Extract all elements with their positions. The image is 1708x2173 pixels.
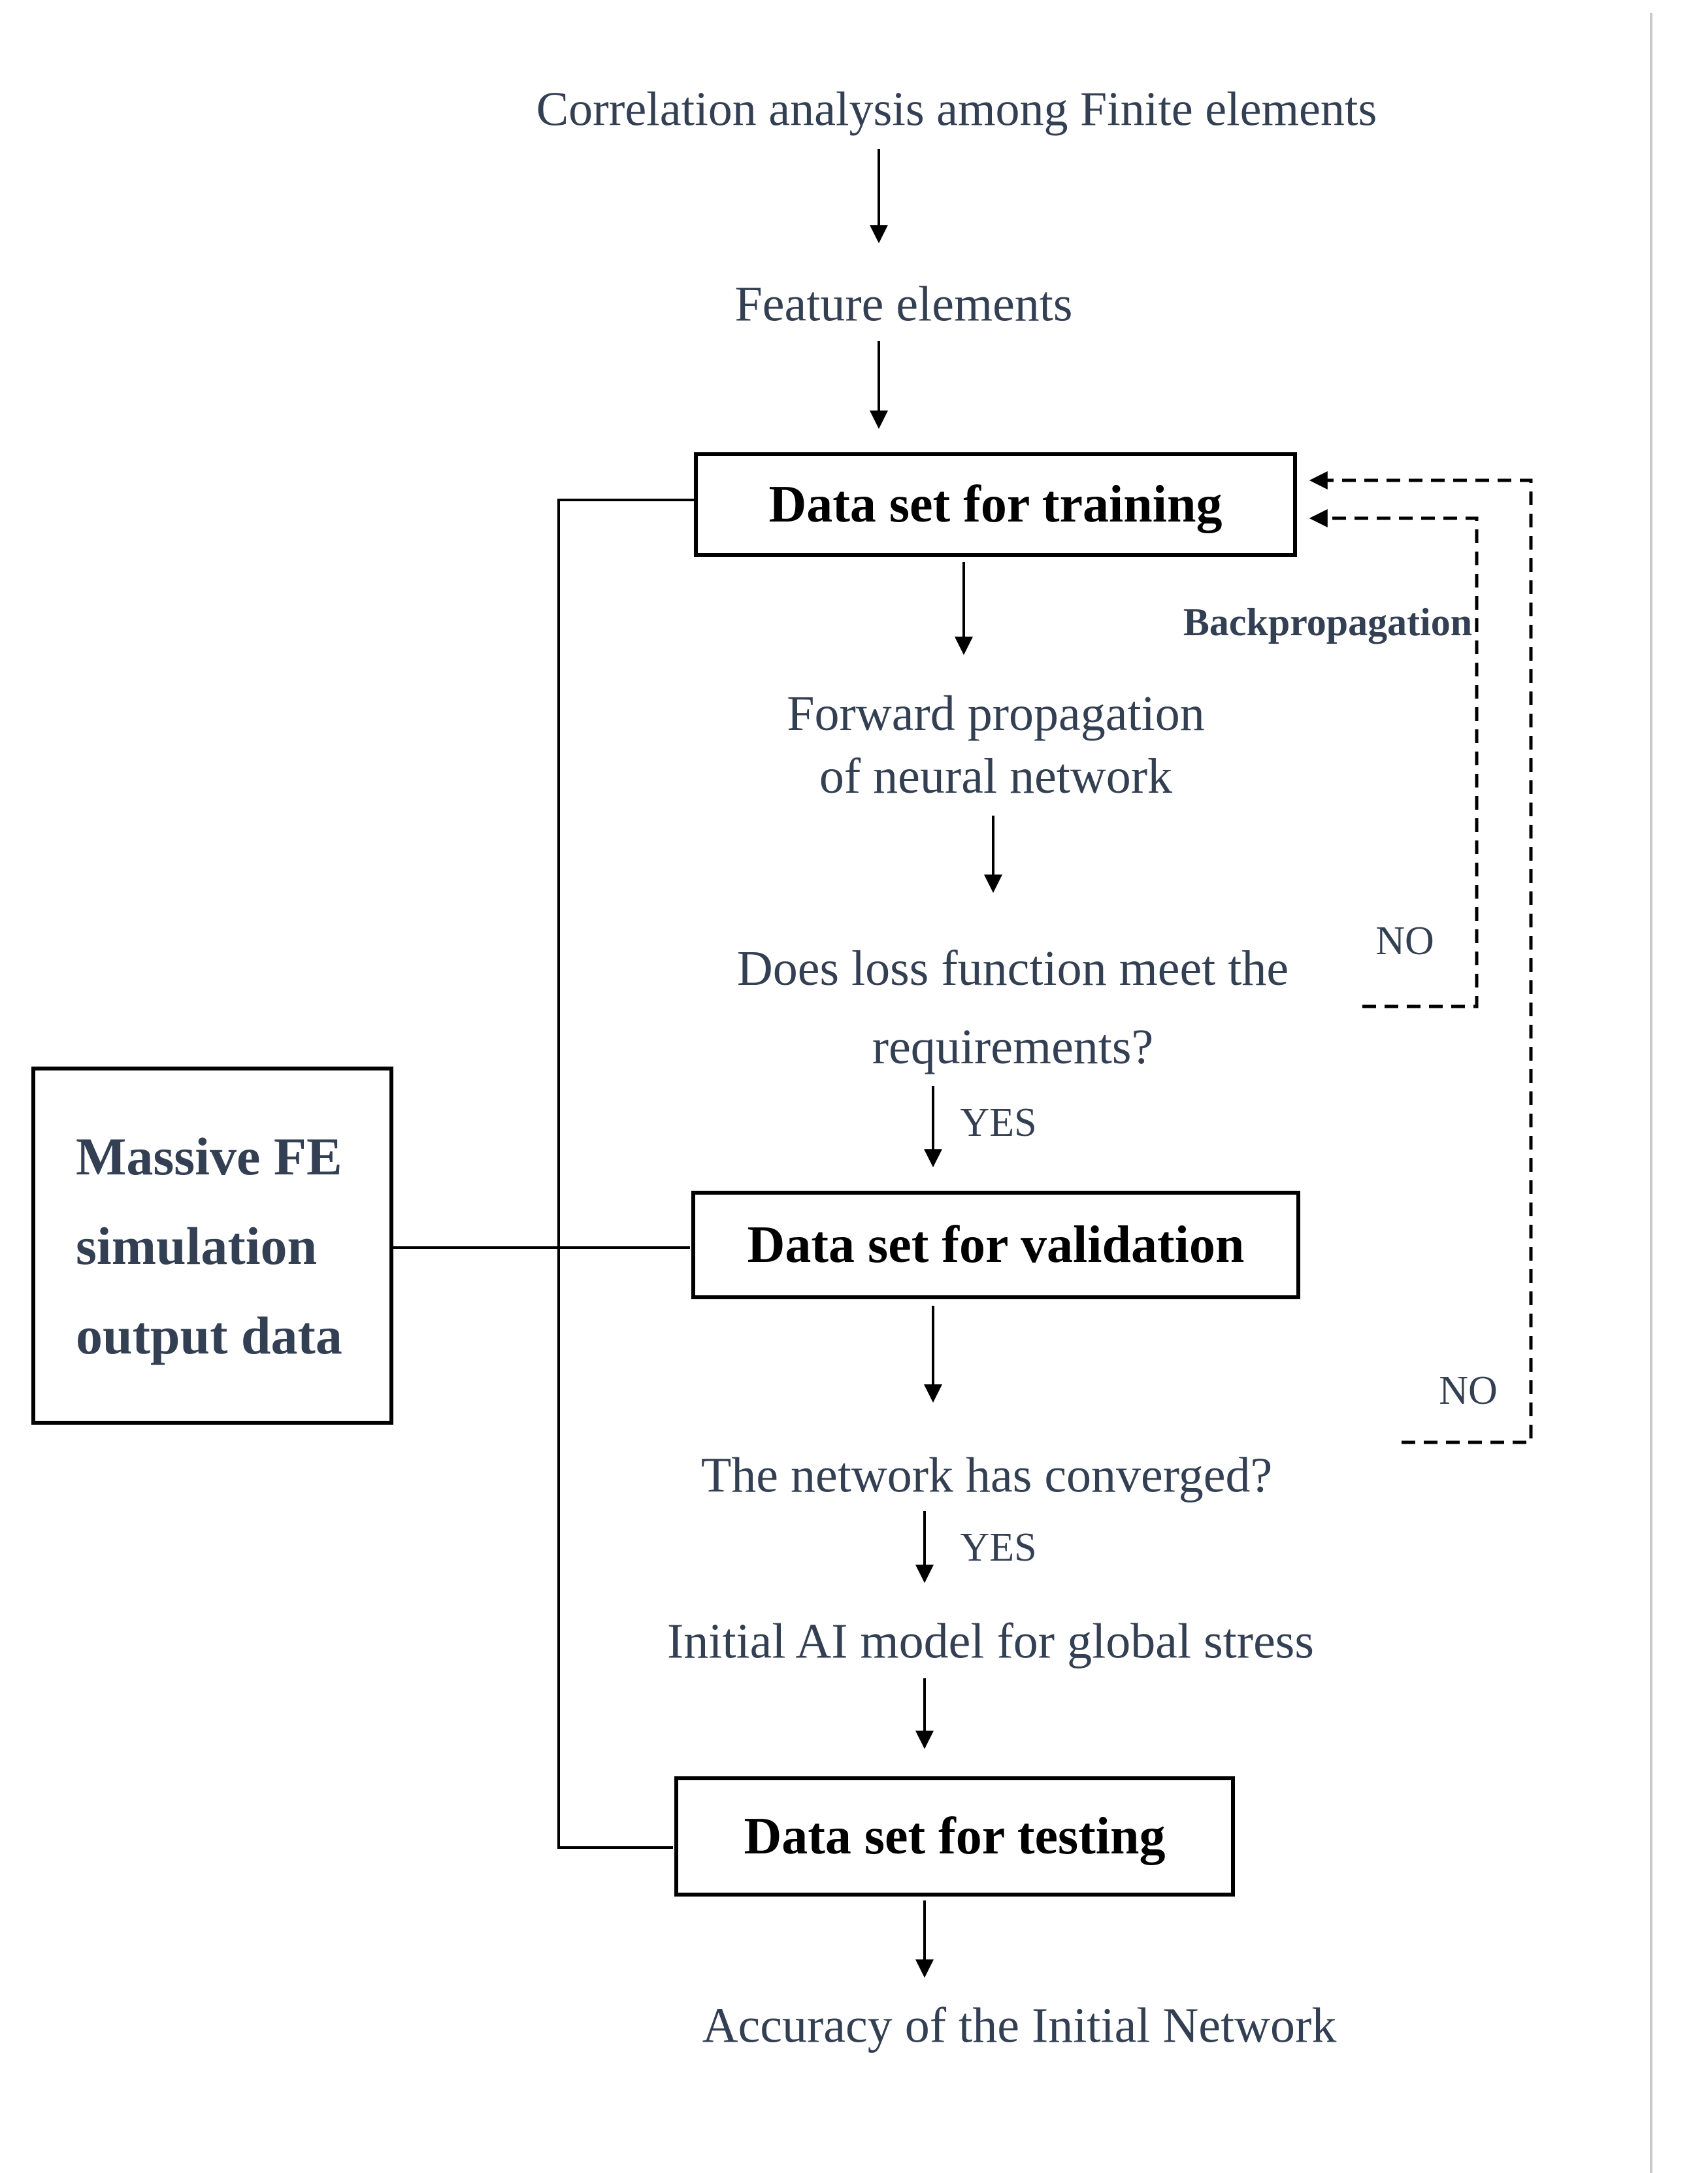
loss-question-line1: Does loss function meet the [736,941,1289,996]
forward-propagation-line1: Forward propagation [787,686,1205,741]
backprop-inner-dashed-path [1309,509,1479,1008]
box-data-set-training: Data set for training [694,452,1297,557]
box-data-set-validation-label: Data set for validation [747,1216,1245,1274]
box-data-set-testing: Data set for testing [674,1776,1235,1897]
node-accuracy-initial-network: Accuracy of the Initial Network [702,1998,1337,2053]
box-data-set-validation: Data set for validation [691,1191,1300,1299]
node-network-converged: The network has converged? [700,1448,1273,1503]
yes-label-loss: YES [960,1100,1037,1145]
massive-fe-line3: output data [76,1305,342,1365]
left-loop-line [557,499,694,1849]
node-feature-elements: Feature elements [734,276,1073,332]
box-massive-fe-simulation: Massive FE simulation output data [31,1067,393,1425]
massive-fe-line2: simulation [76,1216,318,1276]
no-label-converged: NO [1439,1368,1498,1413]
box-data-set-training-label: Data set for training [768,475,1223,533]
yes-label-converged: YES [960,1525,1037,1570]
node-correlation-analysis: Correlation analysis among Finite elemen… [536,82,1377,137]
backpropagation-label: Backpropagation [1183,601,1473,644]
node-initial-ai-model: Initial AI model for global stress [667,1614,1314,1669]
backprop-outer-dashed-path [1309,471,1533,1444]
no-label-loss: NO [1375,918,1434,963]
massive-fe-line1: Massive FE [76,1126,342,1186]
loss-question-line2: requirements? [872,1020,1154,1074]
node-forward-propagation: Forward propagation of neural network [787,682,1205,808]
node-loss-question: Does loss function meet the requirements… [737,929,1289,1086]
forward-propagation-line2: of neural network [819,749,1173,804]
box-data-set-testing-label: Data set for testing [744,1807,1166,1865]
